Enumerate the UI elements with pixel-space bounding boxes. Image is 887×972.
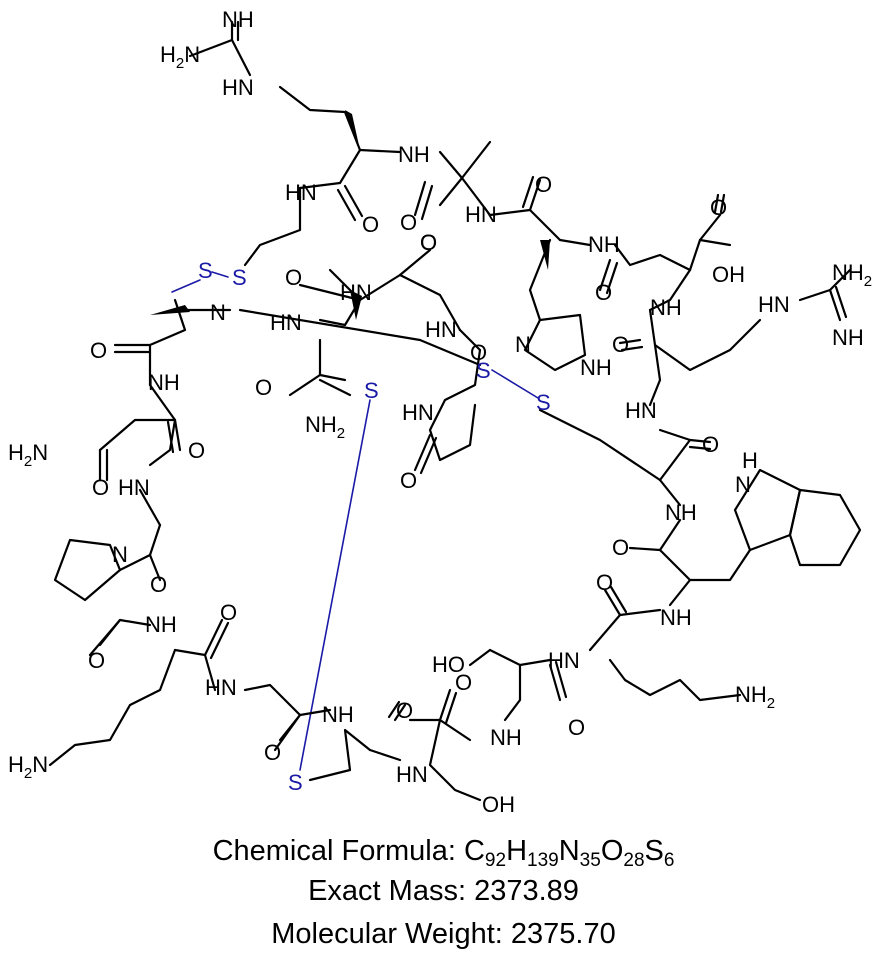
molecular-weight-label: Molecular Weight: <box>271 918 511 950</box>
exact-mass-value: 2373.89 <box>474 875 579 907</box>
exact-mass-label: Exact Mass: <box>308 875 475 907</box>
sulfur-atom: S <box>536 390 551 415</box>
exact-mass: Exact Mass: 2373.89 <box>0 874 887 908</box>
atom-label: O <box>702 432 719 457</box>
atom-label: O <box>710 195 727 220</box>
atom-label: O <box>612 535 629 560</box>
atom-label: HN <box>548 648 580 673</box>
atom-label: N <box>735 472 751 497</box>
atom-label: O <box>285 265 302 290</box>
formula-element: O <box>600 835 624 867</box>
formula-element: C <box>463 835 485 867</box>
atom-label: O <box>470 340 487 365</box>
atom-label: NH <box>322 702 354 727</box>
sulfur-labels: S S S S S S <box>198 258 551 795</box>
atom-label: HN <box>270 310 302 335</box>
molecular-weight-value: 2375.70 <box>510 918 616 950</box>
formula-element: N <box>558 835 580 867</box>
atom-label-h2n: H2N <box>8 440 48 470</box>
atom-label-h2n: H2N <box>160 42 200 72</box>
atom-label: NH <box>588 232 620 257</box>
sulfur-atom: S <box>232 265 247 290</box>
atom-label: NH <box>832 325 864 350</box>
atom-label: O <box>88 648 105 673</box>
atom-label: HN <box>758 292 790 317</box>
atom-label: O <box>396 698 413 723</box>
atom-label: O <box>92 475 109 500</box>
sulfur-atom: S <box>364 378 379 403</box>
atom-label: O <box>150 572 167 597</box>
atom-label-indole-nh: H <box>742 448 758 473</box>
atom-label: HN <box>425 317 457 342</box>
atom-label: HN <box>465 202 497 227</box>
atom-label: O <box>255 375 272 400</box>
atom-label: O <box>420 230 437 255</box>
molecular-weight: Molecular Weight: 2375.70 <box>0 917 887 951</box>
formula-count: 6 <box>663 850 675 871</box>
atom-label: HN <box>396 762 428 787</box>
atom-label: N <box>515 332 531 357</box>
atom-label: NH <box>580 355 612 380</box>
peptide-structure-diagram: NH H2N HN NH HN O O HN O O NH O OH O NH … <box>8 7 872 817</box>
sulfur-atom: S <box>476 358 491 383</box>
formula-count: 139 <box>527 850 559 871</box>
atom-label: O <box>455 670 472 695</box>
sulfur-atom: S <box>288 770 303 795</box>
chemical-formula: Chemical Formula: C92H139N35O28S6 <box>0 834 887 871</box>
atom-label: NH <box>222 7 254 32</box>
atom-label: O <box>188 438 205 463</box>
atom-label: NH <box>398 142 430 167</box>
atom-label: N <box>210 300 226 325</box>
atom-label-nh2: NH2 <box>735 682 775 712</box>
atom-label-nh2: NH2 <box>305 412 345 442</box>
atom-label: HN <box>625 398 657 423</box>
atom-label: OH <box>482 792 515 817</box>
atom-label: NH <box>660 605 692 630</box>
sulfur-atom: S <box>198 258 213 283</box>
formula-label: Chemical Formula: <box>212 835 464 867</box>
atom-label: N <box>112 542 128 567</box>
atom-label: O <box>568 715 585 740</box>
atom-label-nh2: NH2 <box>832 260 872 290</box>
atom-label: HN <box>402 400 434 425</box>
atom-label: NH <box>490 725 522 750</box>
atom-label: O <box>400 468 417 493</box>
atom-label: O <box>400 210 417 235</box>
atom-label: OH <box>712 262 745 287</box>
atom-label: O <box>90 338 107 363</box>
atom-label: O <box>220 600 237 625</box>
stereo-wedges <box>150 110 550 320</box>
atom-label: O <box>535 172 552 197</box>
atom-label: NH <box>145 612 177 637</box>
atom-label: O <box>420 230 437 255</box>
formula-count: 28 <box>623 850 645 871</box>
formula-count: 35 <box>579 850 601 871</box>
atom-label: HN <box>118 475 150 500</box>
atom-label: HN <box>205 675 237 700</box>
atom-label: O <box>596 570 613 595</box>
formula-element: H <box>506 835 528 867</box>
formula-element: S <box>644 835 664 867</box>
atom-label: HN <box>222 75 254 100</box>
atom-label: O <box>264 740 281 765</box>
bonds <box>48 20 862 802</box>
atom-label: O <box>595 280 612 305</box>
atom-label-h2n: H2N <box>8 752 48 782</box>
atom-label: HO <box>432 652 465 677</box>
formula-count: 92 <box>484 850 507 871</box>
atom-label: HN <box>285 180 317 205</box>
atom-label: O <box>612 332 629 357</box>
disulfide-bonds <box>171 271 539 771</box>
atom-label: HN <box>340 280 372 305</box>
atom-label: NH <box>148 370 180 395</box>
atom-label: NH <box>665 500 697 525</box>
atom-label: NH <box>650 295 682 320</box>
atom-label: O <box>362 212 379 237</box>
